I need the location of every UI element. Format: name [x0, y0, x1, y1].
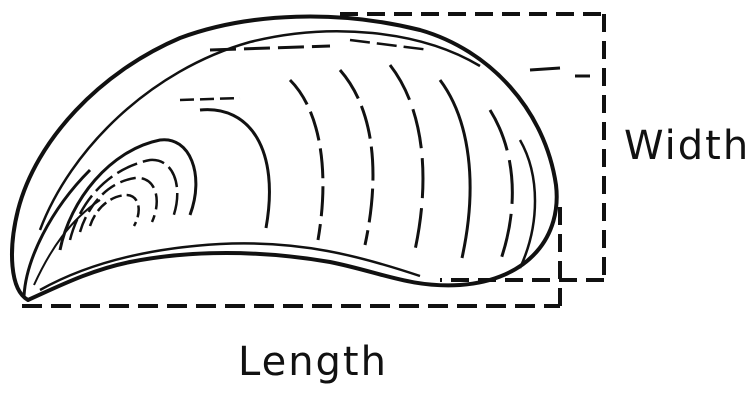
length-label: Length: [238, 342, 388, 382]
growth-ring: [490, 110, 512, 262]
growth-ring: [340, 70, 373, 245]
surface-mark: [530, 68, 560, 70]
growth-ring: [520, 140, 535, 268]
surface-mark: [180, 98, 240, 100]
growth-ring: [200, 110, 269, 228]
growth-ring: [290, 80, 323, 240]
growth-ring: [390, 65, 423, 250]
width-label: Width: [624, 126, 746, 166]
surface-mark: [210, 46, 330, 50]
shell-dorsal-rim: [40, 31, 480, 230]
shell-outline: [12, 17, 557, 300]
shell-ventral-rim: [40, 243, 420, 290]
growth-ring: [440, 80, 470, 258]
